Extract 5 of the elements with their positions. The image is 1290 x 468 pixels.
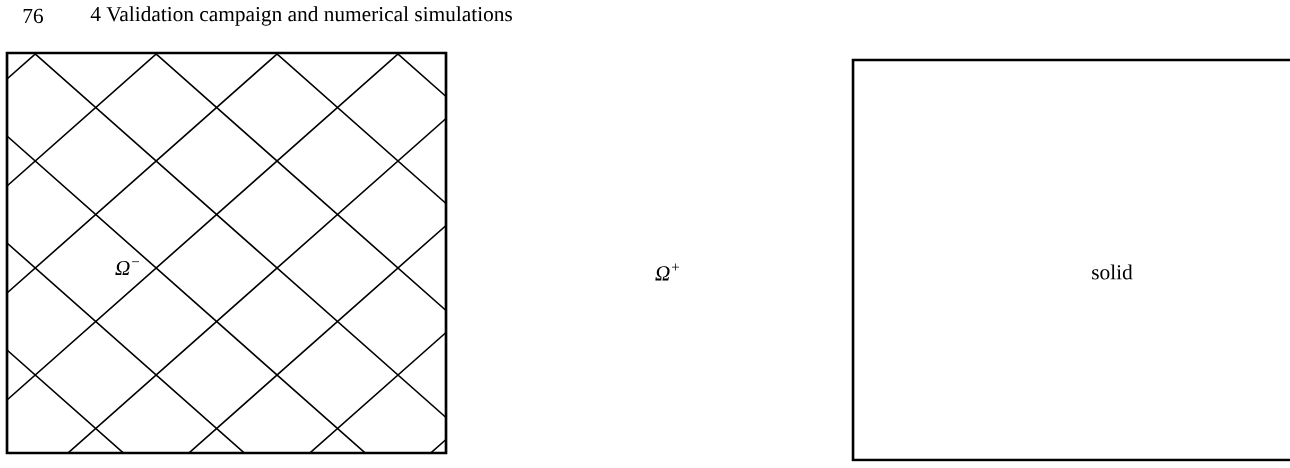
region-label: Ω$^{+}$ [655, 263, 679, 281]
running-head: 4 Validation campaign and numerical simulations [90, 6, 512, 26]
solid-box: solid [851, 58, 1290, 462]
page-number: 76 [23, 8, 43, 24]
mesh-box: Ω$^{−}$ [5, 51, 448, 455]
